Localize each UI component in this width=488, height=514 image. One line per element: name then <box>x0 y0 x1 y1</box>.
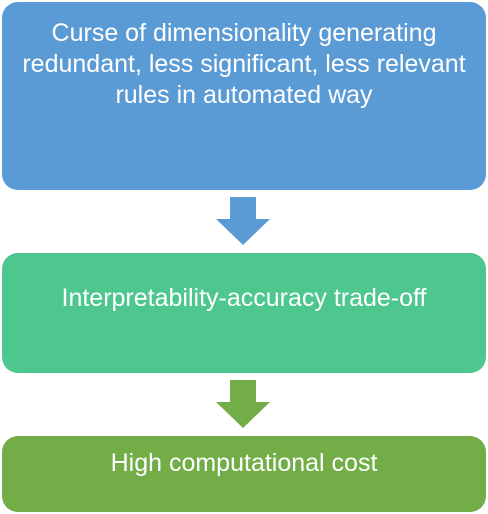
step-text: High computational cost <box>110 449 378 477</box>
step-box-curse-of-dimensionality: Curse of dimensionality generating redun… <box>2 2 486 190</box>
step-box-interpretability-accuracy: Interpretability-accuracy trade-off <box>2 253 486 373</box>
down-arrow-icon <box>216 380 270 428</box>
step-text: Interpretability-accuracy trade-off <box>61 284 427 312</box>
down-arrow-icon <box>216 197 270 245</box>
step-box-computational-cost: High computational cost <box>2 436 486 512</box>
step-text: Curse of dimensionality generating redun… <box>22 19 466 109</box>
